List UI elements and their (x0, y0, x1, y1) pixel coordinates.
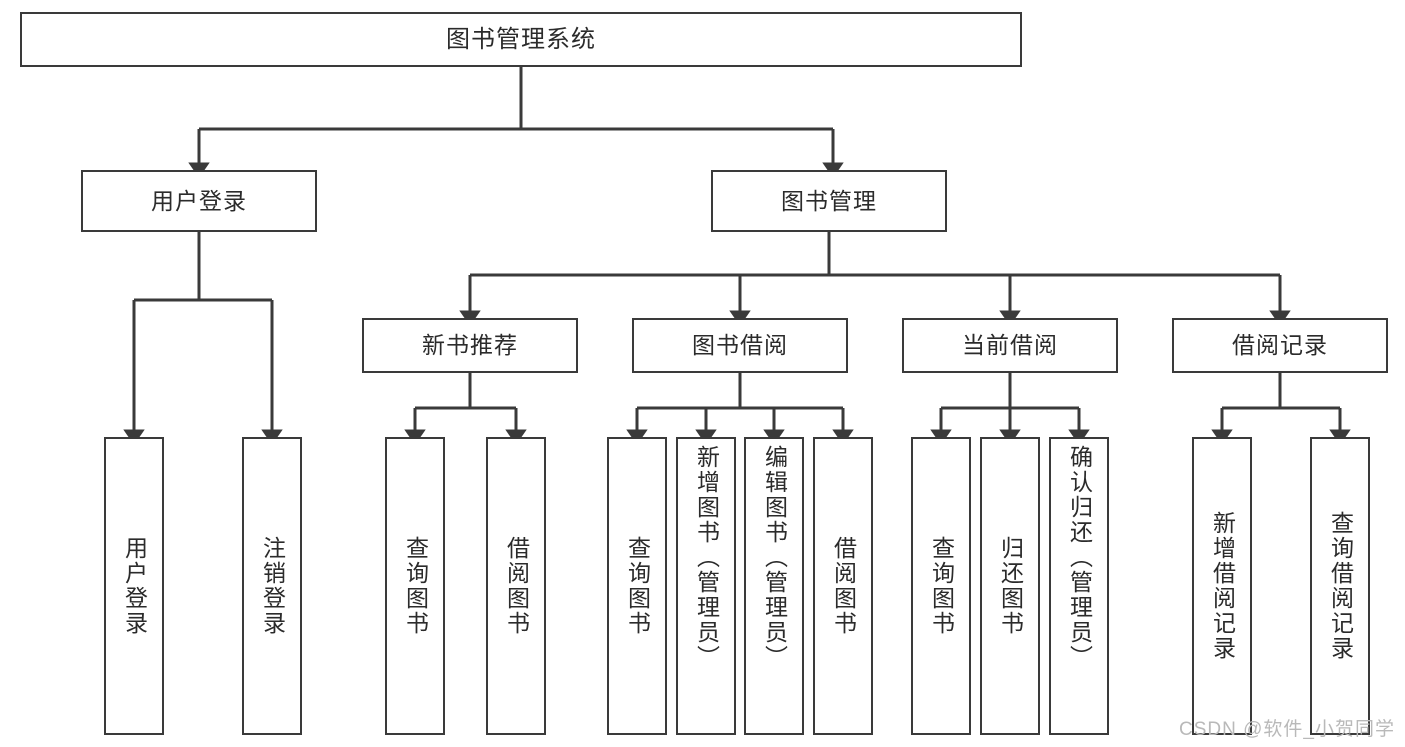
leaf-query-book-borrow[interactable]: 查询图书 (607, 437, 667, 735)
node-current-borrow[interactable]: 当前借阅 (902, 318, 1118, 373)
node-label: 编辑图书（管理员） (761, 445, 788, 670)
leaf-query-book-current[interactable]: 查询图书 (911, 437, 971, 735)
leaf-borrow-book-recommend[interactable]: 借阅图书 (486, 437, 546, 735)
node-label: 用户登录 (121, 536, 148, 636)
node-label: 图书借阅 (692, 332, 788, 359)
node-label: 查询图书 (624, 536, 651, 636)
node-label: 归还图书 (997, 536, 1024, 636)
node-label: 确认归还（管理员） (1066, 445, 1093, 670)
node-borrow-record[interactable]: 借阅记录 (1172, 318, 1388, 373)
node-root-system[interactable]: 图书管理系统 (20, 12, 1022, 67)
node-label: 当前借阅 (962, 332, 1058, 359)
leaf-query-book-recommend[interactable]: 查询图书 (385, 437, 445, 735)
node-label: 借阅记录 (1232, 332, 1328, 359)
node-user-login[interactable]: 用户登录 (81, 170, 317, 232)
node-label: 新增借阅记录 (1209, 511, 1236, 661)
node-label: 图书管理 (781, 187, 877, 214)
node-label: 图书管理系统 (446, 25, 596, 53)
node-label: 注销登录 (259, 536, 286, 636)
node-book-management[interactable]: 图书管理 (711, 170, 947, 232)
leaf-user-login[interactable]: 用户登录 (104, 437, 164, 735)
leaf-query-borrow-record[interactable]: 查询借阅记录 (1310, 437, 1370, 735)
leaf-borrow-book[interactable]: 借阅图书 (813, 437, 873, 735)
node-label: 新书推荐 (422, 332, 518, 359)
node-label: 借阅图书 (830, 536, 857, 636)
leaf-logout[interactable]: 注销登录 (242, 437, 302, 735)
node-label: 查询图书 (928, 536, 955, 636)
leaf-add-borrow-record[interactable]: 新增借阅记录 (1192, 437, 1252, 735)
node-book-borrow[interactable]: 图书借阅 (632, 318, 848, 373)
leaf-edit-book-admin[interactable]: 编辑图书（管理员） (744, 437, 804, 735)
node-label: 查询图书 (402, 536, 429, 636)
leaf-add-book-admin[interactable]: 新增图书（管理员） (676, 437, 736, 735)
node-new-book-recommend[interactable]: 新书推荐 (362, 318, 578, 373)
node-label: 用户登录 (151, 187, 247, 214)
node-label: 新增图书（管理员） (693, 445, 720, 670)
node-label: 查询借阅记录 (1327, 511, 1354, 661)
watermark: CSDN @软件_小贺同学 (1179, 719, 1395, 740)
leaf-confirm-return-admin[interactable]: 确认归还（管理员） (1049, 437, 1109, 735)
leaf-return-book[interactable]: 归还图书 (980, 437, 1040, 735)
node-label: 借阅图书 (503, 536, 530, 636)
